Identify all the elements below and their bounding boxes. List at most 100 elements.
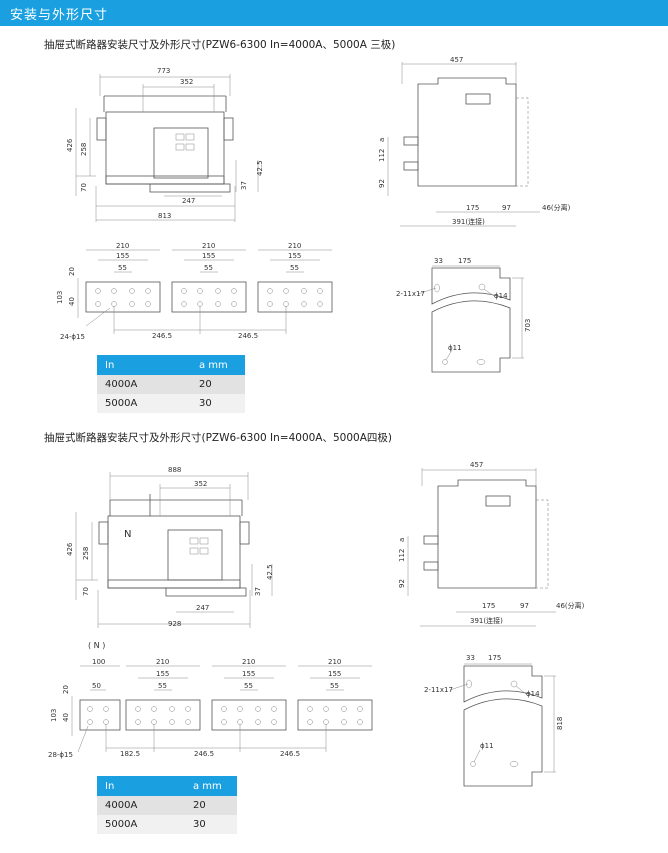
side-dim-391: 391(连接)	[452, 217, 485, 226]
dim-42-5-4p: 42.5	[266, 564, 274, 580]
bus-dim-155-b: 155	[202, 252, 215, 260]
dim-773: 773	[157, 67, 170, 75]
table-header-in: In	[97, 355, 191, 375]
neutral-label: N	[124, 529, 131, 540]
table-cell: 20	[185, 796, 237, 815]
side-dim-457: 457	[450, 56, 463, 64]
side-dim-175-4p: 175	[482, 602, 495, 610]
bus4-dim-210-a: 210	[156, 658, 169, 666]
dim-813: 813	[158, 212, 171, 220]
dim-70: 70	[80, 183, 88, 192]
bus4-hole-spec: 28-ϕ15	[48, 751, 73, 759]
dim-928: 928	[168, 620, 181, 628]
busbar-view-3p	[77, 249, 333, 334]
mount4-slot-spec: 2-11x17	[424, 686, 453, 694]
side-dim-457-4p: 457	[470, 461, 483, 469]
section-header: 安装与外形尺寸	[0, 0, 668, 26]
side-dim-46: 46(分离)	[542, 203, 571, 212]
table-row: 5000A 30	[97, 394, 245, 413]
mount-dim-33: 33	[434, 257, 443, 265]
mount4-dim-818: 818	[556, 717, 564, 730]
bus-dim-210-c: 210	[288, 242, 301, 250]
bus-dim-55-b: 55	[204, 264, 213, 272]
bus-dim-20: 20	[68, 267, 76, 276]
table-header-a: a mm	[191, 355, 245, 375]
bus4-dim-246-5-a: 246.5	[194, 750, 214, 758]
side-dim-92-4p: 92	[398, 579, 406, 588]
mount-detail-4p	[449, 663, 556, 787]
dim-70-4p: 70	[82, 587, 90, 596]
table-cell: 30	[191, 394, 245, 413]
dim-37: 37	[240, 181, 248, 190]
table-row: 5000A 30	[97, 815, 237, 834]
table-header-in: In	[97, 776, 185, 796]
bus4-dim-246-5-b: 246.5	[280, 750, 300, 758]
table-header-a: a mm	[185, 776, 237, 796]
table-cell: 4000A	[97, 375, 191, 394]
side-view-4p	[407, 468, 556, 627]
table-row: 4000A 20	[97, 375, 245, 394]
header-title: 安装与外形尺寸	[10, 8, 109, 23]
side-dim-a-4p: a	[398, 538, 406, 542]
front-view-3p	[75, 74, 259, 222]
mount4-phi11: ϕ11	[480, 742, 494, 750]
mount4-dim-33: 33	[466, 654, 475, 662]
side-dim-175: 175	[466, 204, 479, 212]
dim-247-4p: 247	[196, 604, 209, 612]
mount-slot-spec: 2-11x17	[396, 290, 425, 298]
bus-dim-40: 40	[68, 297, 76, 306]
dim-352: 352	[180, 78, 193, 86]
side-dim-112: 112	[378, 149, 386, 162]
dim-42-5: 42.5	[256, 160, 264, 176]
mount4-dim-175: 175	[488, 654, 501, 662]
section1-title: 抽屉式断路器安装尺寸及外形尺寸(PZW6-6300 In=4000A、5000A…	[44, 39, 396, 51]
bus4-dim-182-5: 182.5	[120, 750, 140, 758]
mount-phi11: ϕ11	[448, 344, 462, 352]
mount4-phi14: ϕ14	[526, 690, 540, 698]
mount-phi14: ϕ14	[494, 292, 508, 300]
mount-dim-703: 703	[524, 319, 532, 332]
dim-888: 888	[168, 466, 181, 474]
bus-dim-246-5-b: 246.5	[238, 332, 258, 340]
bus4-dim-155-b: 155	[242, 670, 255, 678]
dim-426-4p: 426	[66, 542, 74, 556]
bus4-dim-55-b: 55	[244, 682, 253, 690]
bus4-dim-20: 20	[62, 685, 70, 694]
dim-352-4p: 352	[194, 480, 207, 488]
side-dim-46-4p: 46(分离)	[556, 601, 585, 610]
side-dim-97-4p: 97	[520, 602, 529, 610]
bus4-dim-55-a: 55	[158, 682, 167, 690]
bus-dim-155-c: 155	[288, 252, 301, 260]
rating-table-4p: In a mm 4000A 20 5000A 30	[97, 776, 237, 834]
bus4-dim-210-c: 210	[328, 658, 341, 666]
bus4-dim-210-b: 210	[242, 658, 255, 666]
table-row: 4000A 20	[97, 796, 237, 815]
table-cell: 4000A	[97, 796, 185, 815]
bus4-dim-55-c: 55	[330, 682, 339, 690]
bus4-dim-155-c: 155	[328, 670, 341, 678]
section2-title: 抽屉式断路器安装尺寸及外形尺寸(PZW6-6300 In=4000A、5000A…	[44, 432, 392, 444]
bus4-dim-50: 50	[92, 682, 101, 690]
bus-dim-246-5-a: 246.5	[152, 332, 172, 340]
bus-neutral-label: ( N )	[88, 641, 105, 650]
bus4-dim-100: 100	[92, 658, 105, 666]
dim-258-4p: 258	[82, 547, 90, 560]
bus4-dim-40: 40	[62, 713, 70, 722]
side-view-3p	[387, 62, 540, 227]
mount-dim-175: 175	[458, 257, 471, 265]
table-cell: 5000A	[97, 815, 185, 834]
front-view-4p	[75, 472, 273, 628]
bus-dim-103: 103	[56, 291, 64, 304]
bus4-dim-103: 103	[50, 709, 58, 722]
bus-dim-55-a: 55	[118, 264, 127, 272]
bus4-dim-155-a: 155	[156, 670, 169, 678]
side-dim-92: 92	[378, 179, 386, 188]
rating-table-3p: In a mm 4000A 20 5000A 30	[97, 355, 245, 413]
mount-detail-3p	[417, 265, 524, 373]
dim-426: 426	[66, 138, 74, 152]
bus-dim-55-c: 55	[290, 264, 299, 272]
dim-247: 247	[182, 197, 195, 205]
side-dim-112-4p: 112	[398, 549, 406, 562]
bus-dim-210-b: 210	[202, 242, 215, 250]
